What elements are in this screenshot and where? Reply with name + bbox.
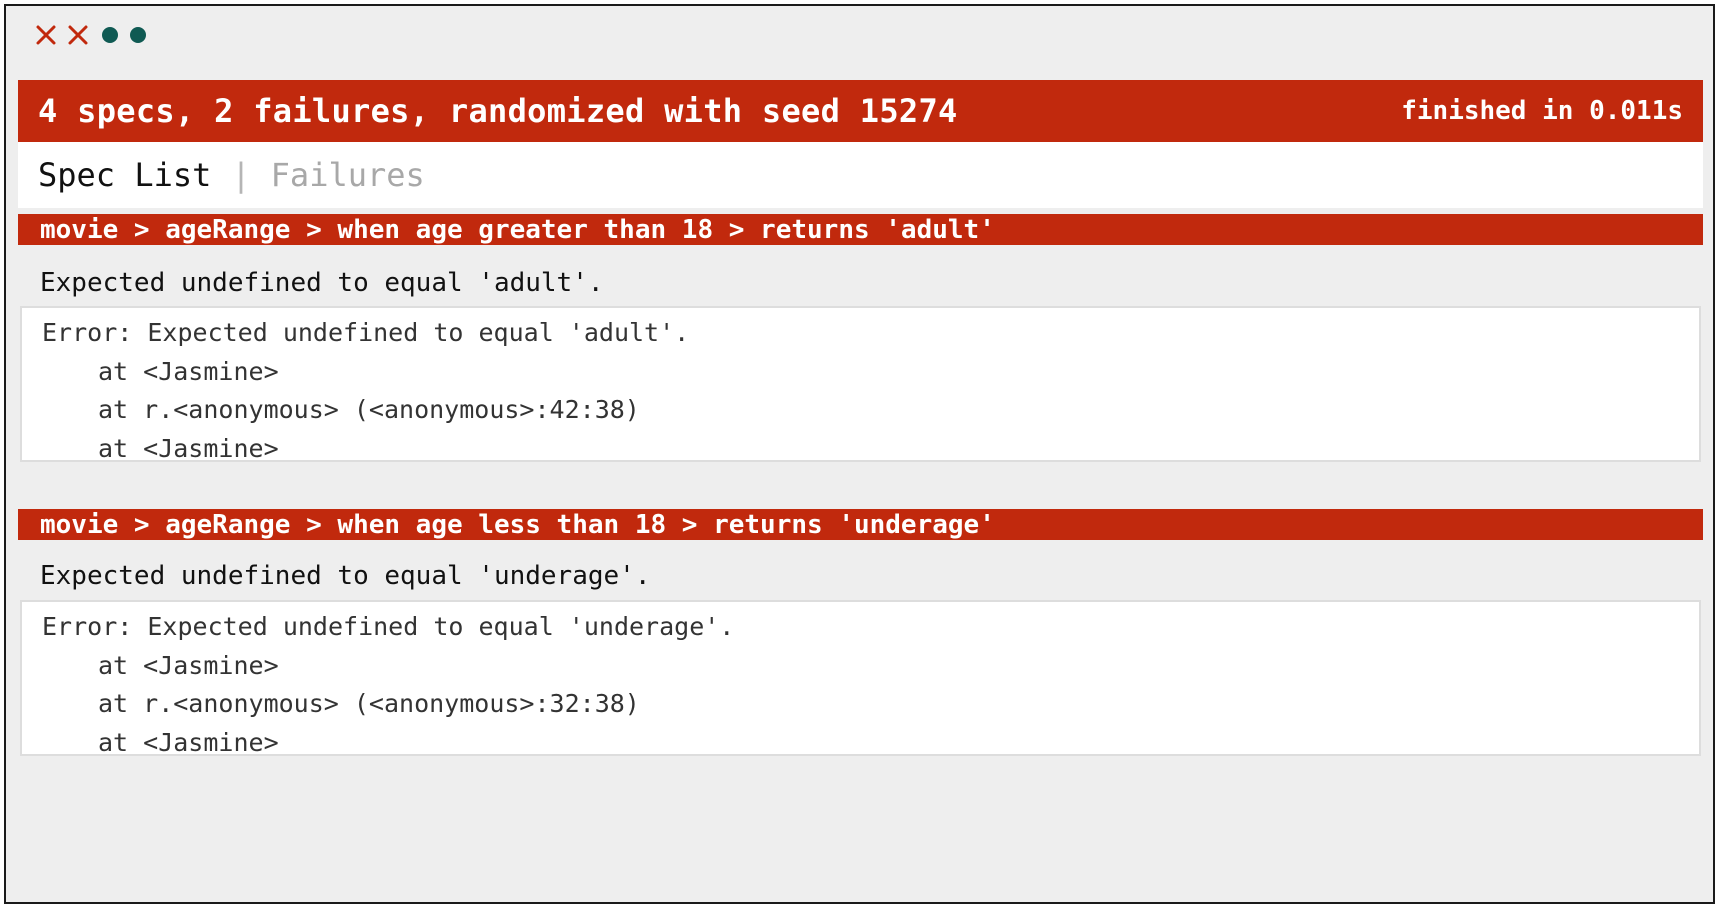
failure-message: Expected undefined to equal 'underage'. [40,561,651,591]
failure-description[interactable]: movie > ageRange > when age less than 18… [18,509,1703,540]
failure-description[interactable]: movie > ageRange > when age greater than… [18,214,1703,245]
stack-line: Error: Expected undefined to equal 'adul… [42,318,690,347]
spec-list-tab[interactable]: Spec List [38,156,212,194]
jasmine-reporter: 4 specs, 2 failures, randomized with see… [4,4,1715,904]
stack-line: at r.<anonymous> (<anonymous>:32:38) [98,689,640,718]
stack-line: Error: Expected undefined to equal 'unde… [42,612,735,641]
failure-description-text[interactable]: movie > ageRange > when age greater than… [40,214,995,245]
summary-text: 4 specs, 2 failures, randomized with see… [38,92,958,130]
passed-spec-dot-icon[interactable] [102,27,118,43]
failure-description-text[interactable]: movie > ageRange > when age less than 18… [40,509,995,540]
failure-message: Expected undefined to equal 'adult'. [40,268,604,298]
stack-trace: Error: Expected undefined to equal 'unde… [20,600,1701,757]
stack-line: at r.<anonymous> (<anonymous>:42:38) [98,395,640,424]
results-menu: Spec List | Failures [18,142,1703,208]
passed-spec-dot-icon[interactable] [130,27,146,43]
stack-line: at <Jasmine> [98,356,279,386]
failed-spec-cross-icon[interactable] [34,23,58,47]
stack-trace: Error: Expected undefined to equal 'adul… [20,306,1701,463]
stack-line: at <Jasmine> [98,433,279,463]
menu-separator: | [231,156,251,194]
stack-line: at <Jasmine> [98,650,279,680]
stack-line: at <Jasmine> [98,727,279,757]
duration-text: finished in 0.011s [1401,96,1683,126]
failed-spec-cross-icon[interactable] [66,23,90,47]
spec-status-dots [34,18,146,52]
failures-tab[interactable]: Failures [270,156,425,194]
summary-bar: 4 specs, 2 failures, randomized with see… [18,80,1703,142]
